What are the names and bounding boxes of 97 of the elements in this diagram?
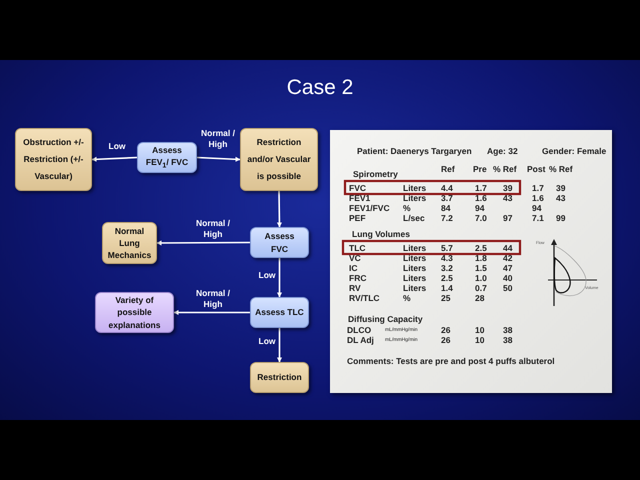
- edge-label: Normal / High: [194, 218, 231, 240]
- result-box: Restriction and/or Vascular is possible: [240, 128, 318, 191]
- value-text: 43: [556, 193, 566, 203]
- patient-info: Gender: Female: [542, 146, 606, 156]
- edge-label: Low: [258, 270, 276, 282]
- unit-label: Liters: [403, 253, 426, 263]
- unit-label: Liters: [403, 183, 426, 193]
- process-box: Assess FVC: [250, 227, 309, 258]
- value-text: 1.0: [475, 273, 487, 283]
- value-text: 4.4: [441, 183, 453, 193]
- value-text: 44: [503, 243, 512, 253]
- section-heading: Spirometry: [353, 169, 398, 179]
- value-text: 4.3: [441, 253, 453, 263]
- value-text: 40: [503, 273, 512, 283]
- column-header: % Ref: [549, 164, 573, 174]
- comment-text: Comments: Tests are pre and post 4 puffs albuterol: [347, 356, 555, 366]
- column-header: % Ref: [493, 164, 517, 174]
- value-text: 3.7: [441, 193, 453, 203]
- value-text: 1.6: [475, 193, 487, 203]
- row-label: RV: [349, 283, 361, 293]
- unit-label: Liters: [403, 243, 426, 253]
- unit-label: Liters: [403, 273, 426, 283]
- result-box: Normal Lung Mechanics: [102, 222, 157, 264]
- value-text: 94: [475, 203, 484, 213]
- process-box: Assess TLC: [250, 297, 309, 328]
- row-label: RV/TLC: [349, 293, 380, 303]
- arrow: [276, 258, 282, 298]
- unit-label: Liters: [403, 193, 426, 203]
- value-text: 50: [503, 283, 512, 293]
- patient-info: Age: 32: [487, 146, 518, 156]
- value-text: 26: [441, 325, 450, 335]
- value-text: 43: [503, 193, 512, 203]
- value-text: 10: [475, 325, 484, 335]
- value-text: 0.7: [475, 283, 487, 293]
- result-box: Restriction: [250, 362, 309, 393]
- arrow: [92, 156, 138, 162]
- value-text: 38: [503, 325, 512, 335]
- row-label: FEV1: [349, 193, 370, 203]
- arrow: [156, 240, 250, 246]
- result-box: Obstruction +/- Restriction (+/- Vascular): [15, 128, 92, 191]
- value-text: 84: [441, 203, 450, 213]
- value-text: 7.2: [441, 213, 453, 223]
- value-text: 28: [475, 293, 484, 303]
- column-header: Post: [527, 164, 546, 174]
- row-label: PEF: [349, 213, 366, 223]
- value-text: 47: [503, 263, 512, 273]
- value-text: 5.7: [441, 243, 453, 253]
- value-text: 2.5: [441, 273, 453, 283]
- unit-label: Liters: [403, 263, 426, 273]
- edge-label: Low: [258, 336, 276, 348]
- section-heading: Lung Volumes: [352, 229, 410, 239]
- value-text: 39: [503, 183, 512, 193]
- arrow: [174, 310, 250, 316]
- unit-label: L/sec: [403, 213, 425, 223]
- value-text: 7.0: [475, 213, 487, 223]
- column-header: Pre: [473, 164, 487, 174]
- process-box: Assess FEV$_{1}$/ FVC: [137, 142, 197, 173]
- row-label: VC: [349, 253, 361, 263]
- value-text: 39: [556, 183, 566, 193]
- row-label: DLCO: [347, 325, 372, 335]
- unit-label: %: [403, 293, 411, 303]
- value-text: 42: [503, 253, 512, 263]
- value-text: 99: [556, 213, 566, 223]
- slide-title: Case 2: [286, 76, 354, 100]
- value-text: 1.5: [475, 263, 487, 273]
- arrow: [276, 328, 282, 362]
- edge-label: Normal / High: [200, 128, 236, 150]
- value-text: 26: [441, 335, 450, 345]
- value-text: 2.5: [475, 243, 487, 253]
- value-text: 7.1: [532, 213, 544, 223]
- column-header: Ref: [441, 164, 455, 174]
- row-label: FEV1/FVC: [349, 203, 390, 213]
- row-label: DL Adj: [347, 335, 374, 345]
- value-text: 1.4: [441, 283, 453, 293]
- section-heading: Diffusing Capacity: [348, 314, 423, 324]
- result-box: Variety of possible explanations: [95, 292, 174, 333]
- edge-label: Low: [108, 141, 126, 152]
- unit-label: Liters: [403, 283, 426, 293]
- unit-label: %: [403, 203, 411, 213]
- edge-label: Normal / High: [194, 288, 231, 310]
- value-text: 3.2: [441, 263, 453, 273]
- row-label: TLC: [349, 243, 366, 253]
- value-text: 1.7: [532, 183, 544, 193]
- value-text: 1.8: [475, 253, 487, 263]
- value-text: 25: [441, 293, 450, 303]
- arrow: [276, 190, 282, 228]
- value-text: 38: [503, 335, 512, 345]
- value-text: 1.6: [532, 193, 544, 203]
- value-text: 94: [532, 203, 542, 213]
- value-text: 10: [475, 335, 484, 345]
- row-label: FRC: [349, 273, 366, 283]
- value-text: 1.7: [475, 183, 487, 193]
- row-label: IC: [349, 263, 358, 273]
- value-text: 97: [503, 213, 512, 223]
- arrow: [196, 156, 240, 162]
- patient-info: Patient: Daenerys Targaryen: [357, 146, 472, 156]
- row-label: FVC: [349, 183, 366, 193]
